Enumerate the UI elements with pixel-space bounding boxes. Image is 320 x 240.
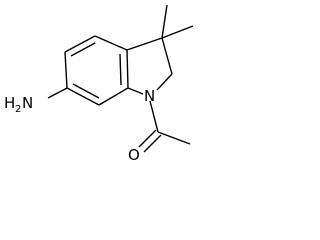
bond-c5-c6 xyxy=(64,51,68,89)
bond-c7a-c3a xyxy=(126,49,129,89)
bond-carbonyl-c-methyl xyxy=(157,131,191,145)
methyl-bond-right xyxy=(161,25,194,39)
amine-h-label: H xyxy=(4,94,15,112)
bond-n1-carbonyl-c xyxy=(149,100,159,133)
bond-n1-c7a xyxy=(127,87,144,95)
bond-c2-n1 xyxy=(156,73,173,91)
amine-n-label: N xyxy=(22,94,33,112)
double-bond-inner-c7a-c3a xyxy=(119,53,122,86)
pyrroline-ring xyxy=(126,37,173,95)
bond-c3-c2 xyxy=(161,37,173,75)
benzene-ring xyxy=(64,35,129,106)
bond-c6-c7 xyxy=(66,87,100,106)
bond-c6-amine-n xyxy=(47,87,68,99)
bond-c3a-c4 xyxy=(94,35,128,51)
bond-c7-c7a xyxy=(98,87,129,106)
ring-nitrogen-label: N xyxy=(144,87,155,105)
carbonyl-oxygen-label: O xyxy=(128,146,140,164)
bond-c4-c5 xyxy=(64,35,96,53)
double-bond-inner-c4-c5 xyxy=(70,42,96,57)
gem-dimethyl-group xyxy=(161,4,194,39)
amine-h-count-label: 2 xyxy=(15,104,21,115)
chemical-structure-diagram: H 2 N N O xyxy=(4,4,194,164)
amine-group: H 2 N xyxy=(4,87,68,115)
carbonyl-double-bond-b xyxy=(143,134,162,153)
bond-c3a-c3 xyxy=(126,37,163,51)
carbonyl-double-bond-a xyxy=(138,129,157,148)
acetyl-group xyxy=(138,100,191,153)
double-bond-inner-c6-c7 xyxy=(72,83,100,99)
methyl-bond-upper xyxy=(161,4,168,39)
